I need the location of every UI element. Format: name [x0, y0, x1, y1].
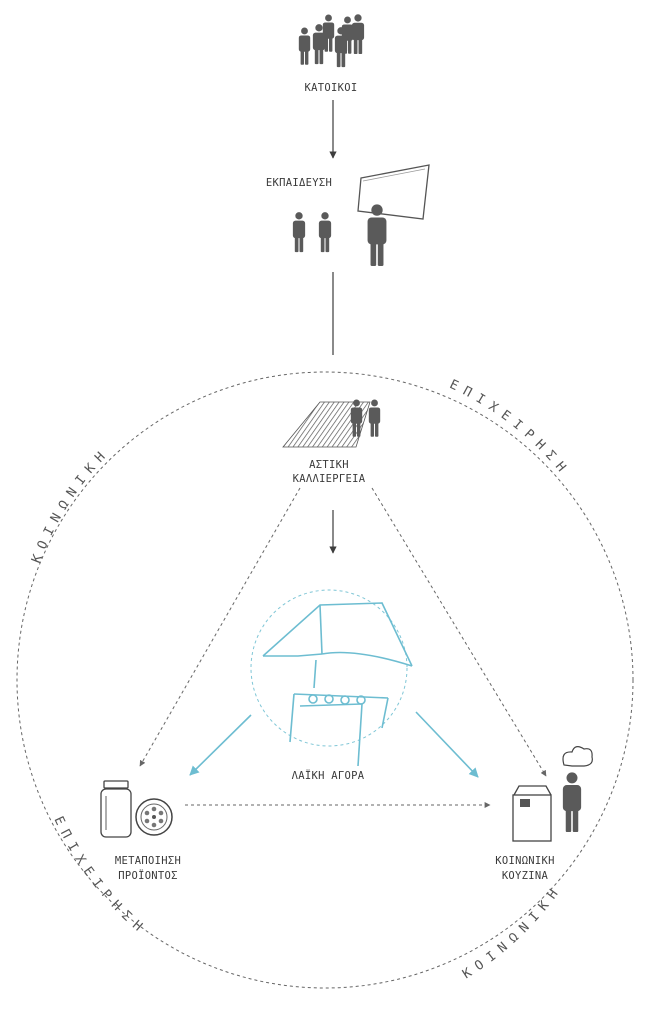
outer-ring [16, 371, 634, 989]
students-icon [292, 212, 332, 253]
fridge-icon [512, 785, 552, 842]
ring-label-top-left: ΚΟΙΝΩΝΙΚΗ [29, 445, 113, 566]
field-icon [282, 401, 371, 448]
arrow-market-processing [189, 714, 252, 776]
lemon-slice-icon [135, 798, 173, 836]
processing-label-line1: ΜΕΤΑΠΟΙΗΣΗ [115, 855, 181, 867]
arrow-farming-kitchen [371, 487, 547, 777]
kitchen-label-line2: ΚΟΥΖΙΝΑ [502, 870, 549, 882]
arrow-market-kitchen [415, 711, 479, 778]
farming-label-line2: ΚΑΛΛΙΕΡΓΕΙΑ [293, 473, 366, 485]
jar-icon [100, 780, 132, 838]
ring-label-bottom-right: ΚΟΙΝΩΝΙΚΗ [460, 881, 566, 982]
market-stall-icon [262, 602, 413, 767]
projector-screen-icon [357, 164, 430, 220]
residents-label: ΚΑΤΟΙΚΟΙ [305, 82, 358, 94]
farming-label-line1: ΑΣΤΙΚΗ [309, 459, 349, 471]
arrow-farming-processing [139, 487, 301, 767]
chef-icon [562, 746, 593, 832]
processing-label-line2: ΠΡΟΪΟΝΤΟΣ [118, 869, 178, 882]
kitchen-label-line1: ΚΟΙΝΩΝΙΚΗ [495, 855, 555, 867]
education-label: ΕΚΠΑΙΔΕΥΣΗ [266, 177, 332, 189]
market-label: ΛΑΪΚΗ ΑΓΟΡΑ [292, 769, 365, 782]
market-circle [250, 589, 408, 747]
people-group-icon [298, 14, 365, 68]
ring-label-top-right: ΕΠΙΧΕΙΡΗΣΗ [447, 377, 573, 480]
